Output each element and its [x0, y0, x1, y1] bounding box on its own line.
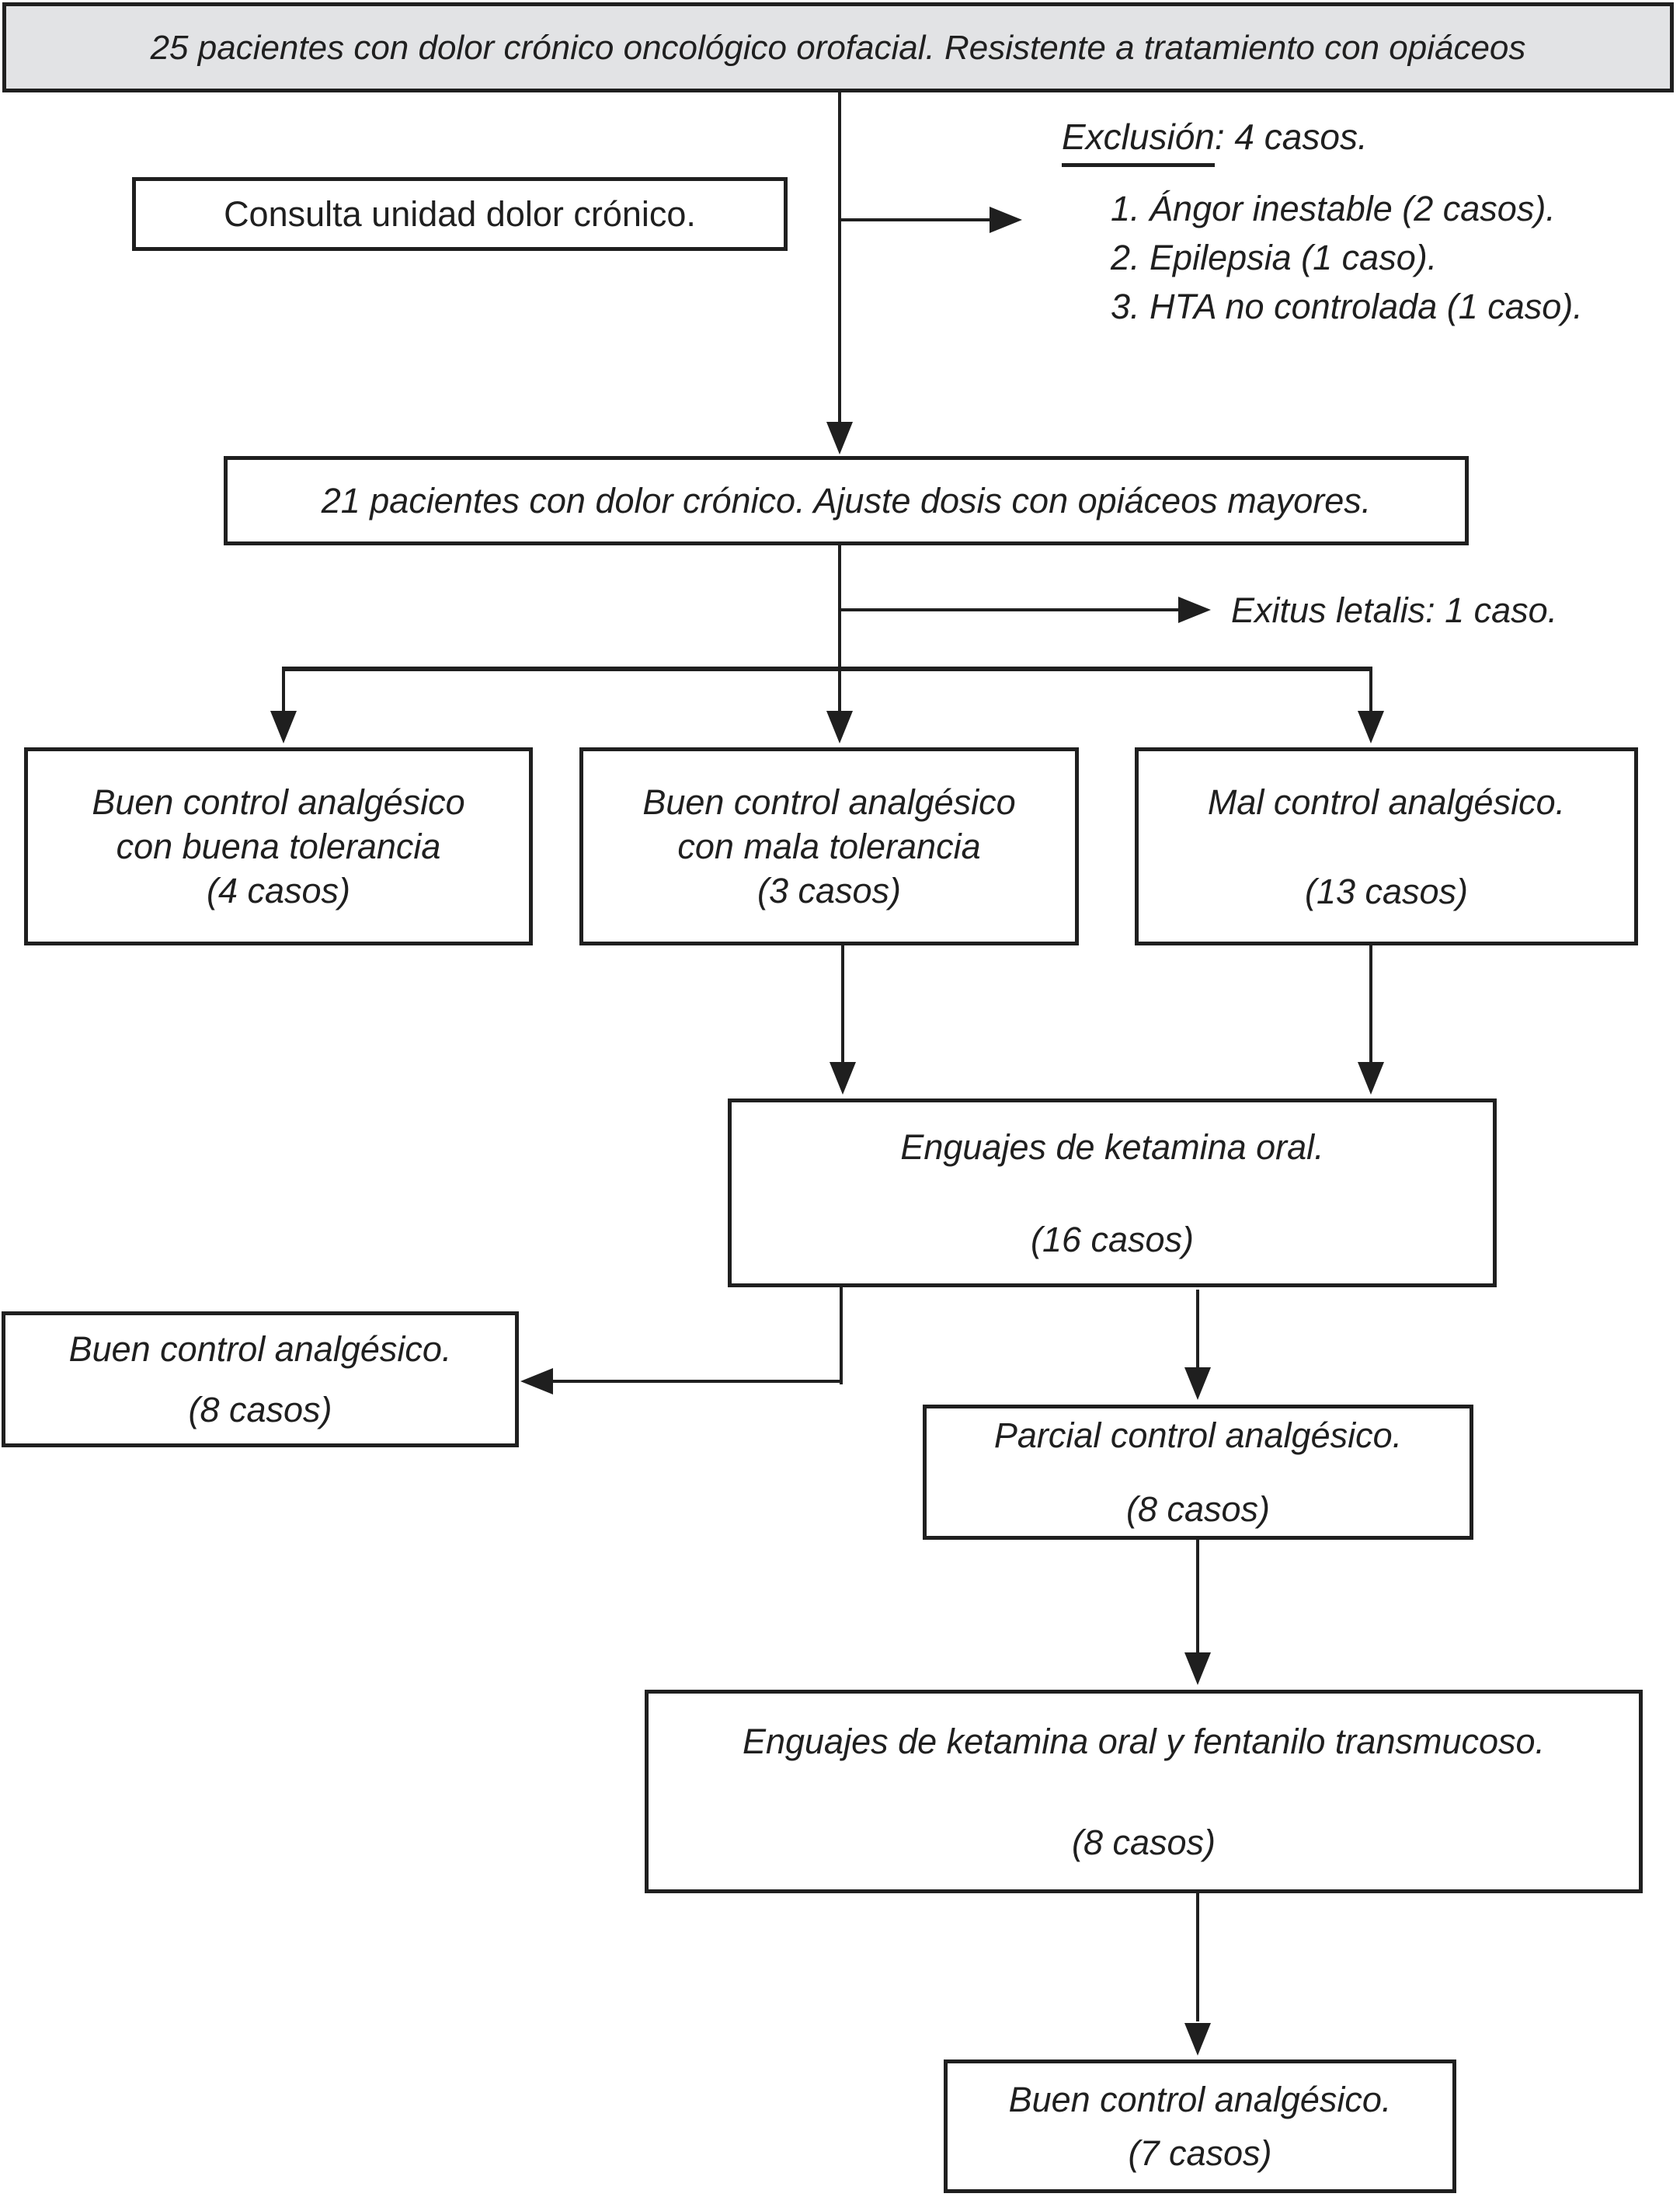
case-count: (13 casos)	[1304, 871, 1469, 911]
line: Enguajes de ketamina oral.	[900, 1126, 1324, 1167]
partial-control-box: Parcial control analgésico. (8 casos)	[923, 1405, 1473, 1540]
connector-partial-to-fentanyl	[1196, 1540, 1199, 1652]
connector-drop-left	[282, 667, 285, 713]
case-count: (7 casos)	[1128, 2133, 1272, 2173]
line: Buen control analgésico.	[68, 1329, 452, 1369]
arrow-down-icon	[1358, 1062, 1384, 1095]
ketamine-rinse-box: Enguajes de ketamina oral. (16 casos)	[728, 1098, 1497, 1287]
arrow-down-icon	[830, 1062, 856, 1095]
patients-21-box: 21 pacientes con dolor crónico. Ajuste d…	[224, 456, 1469, 545]
connector-banner-to-box21	[838, 92, 841, 422]
connector-center-to-ketamine	[841, 945, 844, 1064]
arrow-down-icon	[1358, 711, 1384, 743]
connector-ketamine-down-left	[840, 1287, 843, 1384]
case-count: (16 casos)	[1030, 1219, 1195, 1259]
line: Enguajes de ketamina oral y fentanilo tr…	[742, 1721, 1546, 1761]
good-control-good-tolerance-box: Buen control analgésico con buena tolera…	[24, 747, 533, 945]
connector-fentanyl-to-final	[1196, 1893, 1199, 2021]
line: Buen control analgésico.	[1008, 2080, 1392, 2119]
connector-ketamine-to-partial	[1196, 1290, 1199, 1367]
case-count: (8 casos)	[188, 1390, 332, 1429]
patients-21-text: 21 pacientes con dolor crónico. Ajuste d…	[321, 481, 1372, 521]
line: Parcial control analgésico.	[993, 1415, 1403, 1455]
exclusion-item-3: 3. HTA no controlada (1 caso).	[1111, 287, 1583, 326]
exclusion-heading-rest: : 4 casos.	[1214, 117, 1368, 157]
good-control-7-box: Buen control analgésico. (7 casos)	[944, 2059, 1456, 2193]
arrow-down-icon	[1184, 2023, 1211, 2056]
connector-drop-center	[838, 671, 841, 713]
bad-control-box: Mal control analgésico. (13 casos)	[1135, 747, 1638, 945]
exclusion-heading-underlined: Exclusión	[1062, 115, 1215, 167]
good-control-8-box: Buen control analgésico. (8 casos)	[2, 1311, 519, 1447]
banner-box: 25 pacientes con dolor crónico oncológic…	[2, 2, 1674, 92]
ketamine-fentanyl-box: Enguajes de ketamina oral y fentanilo tr…	[645, 1690, 1643, 1893]
consulta-text: Consulta unidad dolor crónico.	[224, 194, 696, 234]
exclusion-list: 1. Ángor inestable (2 casos). 2. Epileps…	[1111, 184, 1583, 331]
arrow-down-icon	[1184, 1652, 1211, 1685]
exitus-label: Exitus letalis: 1 caso.	[1231, 590, 1558, 630]
connector-exitus	[840, 608, 1180, 611]
arrow-down-icon	[270, 711, 297, 743]
line: con buena tolerancia	[116, 827, 441, 866]
arrow-down-icon	[826, 422, 853, 454]
line: Buen control analgésico	[642, 782, 1016, 822]
consulta-box: Consulta unidad dolor crónico.	[132, 177, 788, 251]
connector-to-good8	[551, 1380, 843, 1383]
line: con mala tolerancia	[677, 827, 981, 866]
connector-drop-right	[1369, 667, 1372, 713]
arrow-right-icon	[1178, 597, 1211, 623]
arrow-left-icon	[520, 1368, 553, 1394]
banner-text: 25 pacientes con dolor crónico oncológic…	[150, 28, 1526, 67]
exclusion-item-2: 2. Epilepsia (1 caso).	[1111, 238, 1438, 277]
arrow-down-icon	[826, 711, 853, 743]
case-count: (3 casos)	[757, 871, 902, 910]
line: Mal control analgésico.	[1207, 782, 1566, 822]
arrow-down-icon	[1184, 1367, 1211, 1400]
exclusion-heading: Exclusión: 4 casos.	[1062, 115, 1368, 167]
exclusion-item-1: 1. Ángor inestable (2 casos).	[1111, 189, 1556, 228]
line: Buen control analgésico	[92, 782, 465, 822]
case-count: (8 casos)	[1125, 1489, 1271, 1529]
good-control-bad-tolerance-box: Buen control analgésico con mala toleran…	[579, 747, 1079, 945]
case-count: (8 casos)	[1071, 1822, 1216, 1862]
arrow-right-icon	[990, 207, 1022, 233]
case-count: (4 casos)	[206, 871, 351, 910]
connector-to-exclusion	[840, 218, 991, 221]
connector-right-to-ketamine	[1369, 945, 1372, 1064]
connector-split-line	[282, 667, 1372, 671]
